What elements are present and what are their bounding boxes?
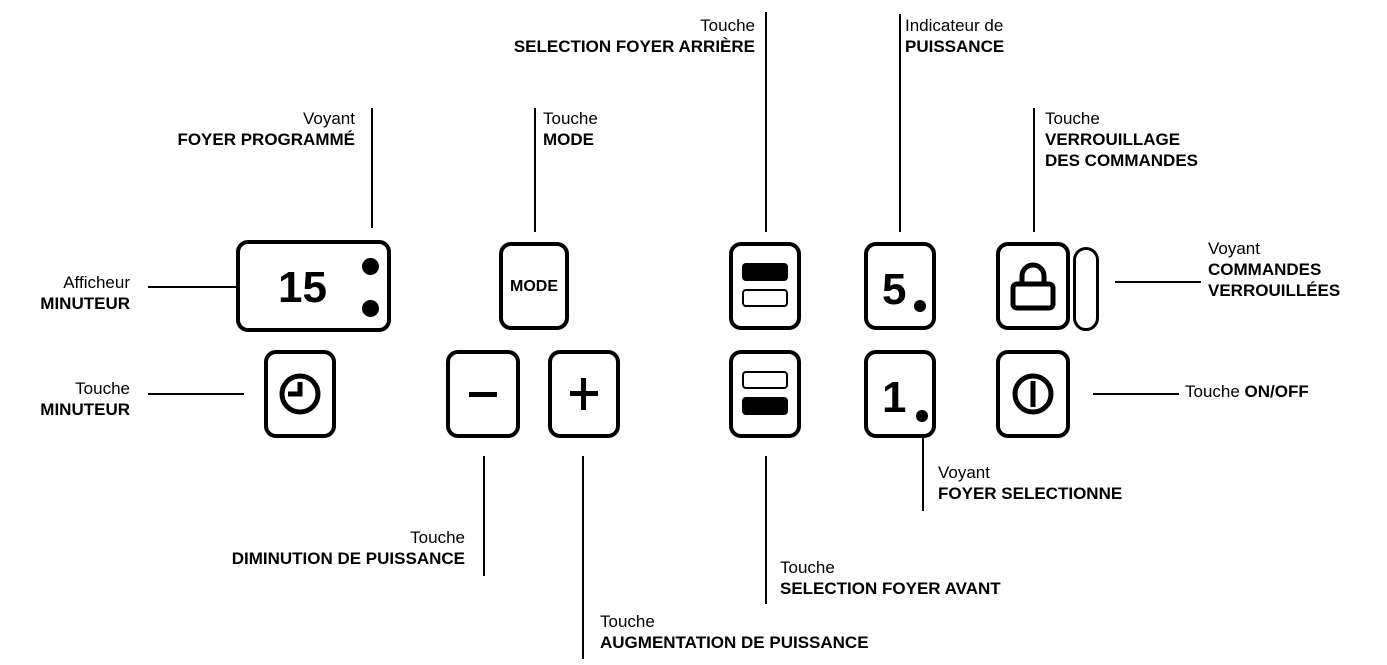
label-indicateur-puissance: Indicateur de PUISSANCE bbox=[905, 15, 1004, 57]
label-small: Touche bbox=[780, 558, 835, 577]
label-big: MINUTEUR bbox=[40, 400, 130, 419]
leader-line bbox=[765, 456, 767, 604]
programmed-zone-indicator bbox=[362, 300, 379, 317]
label-small: Touche bbox=[543, 109, 598, 128]
label-big: VERROUILLAGE bbox=[1045, 130, 1181, 149]
label-afficheur-minuteur: Afficheur MINUTEUR bbox=[40, 272, 130, 314]
clock-icon bbox=[279, 373, 321, 415]
label-big: SELECTION FOYER AVANT bbox=[780, 579, 1001, 598]
increase-power-button[interactable] bbox=[548, 350, 620, 438]
timer-button[interactable] bbox=[264, 350, 336, 438]
mode-button[interactable]: MODE bbox=[499, 242, 569, 330]
label-touche-foyer-avant: Touche SELECTION FOYER AVANT bbox=[780, 557, 1001, 599]
leader-line bbox=[582, 456, 584, 659]
label-small: Touche bbox=[75, 379, 130, 398]
label-small: Touche bbox=[1185, 382, 1245, 401]
label-touche-foyer-arriere: Touche SELECTION FOYER ARRIÈRE bbox=[514, 15, 755, 57]
leader-line bbox=[148, 393, 244, 395]
leader-line bbox=[483, 456, 485, 576]
leader-line bbox=[922, 414, 924, 511]
label-big: COMMANDES bbox=[1208, 260, 1322, 279]
label-small: Touche bbox=[700, 16, 755, 35]
leader-line bbox=[765, 12, 767, 232]
power-icon bbox=[1012, 373, 1054, 415]
label-touche-diminution: Touche DIMINUTION DE PUISSANCE bbox=[232, 527, 465, 569]
label-big: FOYER PROGRAMMÉ bbox=[177, 130, 355, 149]
label-big: DES COMMANDES bbox=[1045, 151, 1199, 170]
power-level-value: 5 bbox=[882, 265, 907, 314]
selected-zone-indicator bbox=[916, 410, 928, 422]
leader-line bbox=[1093, 393, 1179, 395]
label-big: MINUTEUR bbox=[40, 294, 130, 313]
timer-display: 15 bbox=[236, 240, 391, 332]
timer-value: 15 bbox=[278, 263, 327, 312]
leader-line bbox=[148, 286, 238, 288]
label-small: Voyant bbox=[1208, 239, 1260, 258]
power-level-display: 5 bbox=[864, 242, 936, 330]
leader-line bbox=[1033, 108, 1035, 232]
label-touche-onoff: Touche ON/OFF bbox=[1185, 381, 1309, 402]
front-zone-icon bbox=[742, 371, 788, 417]
leader-line bbox=[1115, 281, 1201, 283]
label-voyant-foyer-selectionne: Voyant FOYER SELECTIONNE bbox=[938, 462, 1122, 504]
label-big: FOYER SELECTIONNE bbox=[938, 484, 1123, 503]
leader-line bbox=[371, 108, 373, 228]
minus-icon bbox=[469, 392, 497, 397]
leader-line bbox=[534, 108, 536, 232]
label-voyant-commandes-verrouillees: Voyant COMMANDES VERROUILLÉES bbox=[1208, 238, 1340, 301]
label-small: Voyant bbox=[938, 463, 990, 482]
selected-level-value: 1 bbox=[882, 373, 907, 422]
label-big: DIMINUTION DE PUISSANCE bbox=[231, 549, 465, 568]
label-small: Touche bbox=[1045, 109, 1100, 128]
rear-zone-select-button[interactable] bbox=[729, 242, 801, 330]
on-off-button[interactable] bbox=[996, 350, 1070, 438]
zone-dot bbox=[914, 300, 926, 312]
label-big: ON/OFF bbox=[1244, 382, 1309, 401]
label-big: MODE bbox=[543, 130, 594, 149]
label-small: Indicateur de bbox=[905, 16, 1004, 35]
label-voyant-foyer-programme: Voyant FOYER PROGRAMMÉ bbox=[177, 108, 355, 150]
label-touche-mode: Touche MODE bbox=[543, 108, 598, 150]
label-small: Afficheur bbox=[63, 273, 130, 292]
label-big: SELECTION FOYER ARRIÈRE bbox=[513, 37, 755, 56]
label-big: PUISSANCE bbox=[905, 37, 1005, 56]
label-small: Voyant bbox=[303, 109, 355, 128]
rear-zone-icon bbox=[742, 263, 788, 309]
lock-icon bbox=[1010, 262, 1056, 311]
label-touche-augmentation: Touche AUGMENTATION DE PUISSANCE bbox=[600, 611, 869, 653]
label-big: VERROUILLÉES bbox=[1208, 281, 1341, 300]
decrease-power-button[interactable] bbox=[446, 350, 520, 438]
label-touche-verrouillage: Touche VERROUILLAGE DES COMMANDES bbox=[1045, 108, 1198, 171]
lock-controls-button[interactable] bbox=[996, 242, 1070, 330]
label-small: Touche bbox=[600, 612, 655, 631]
selected-zone-display: 1 bbox=[864, 350, 936, 438]
programmed-zone-indicator bbox=[362, 258, 379, 275]
label-big: AUGMENTATION DE PUISSANCE bbox=[600, 633, 869, 652]
leader-line bbox=[899, 14, 901, 232]
front-zone-select-button[interactable] bbox=[729, 350, 801, 438]
mode-button-label: MODE bbox=[510, 278, 558, 295]
plus-icon bbox=[570, 376, 598, 412]
controls-locked-indicator bbox=[1073, 247, 1099, 331]
label-touche-minuteur: Touche MINUTEUR bbox=[40, 378, 130, 420]
label-small: Touche bbox=[410, 528, 465, 547]
